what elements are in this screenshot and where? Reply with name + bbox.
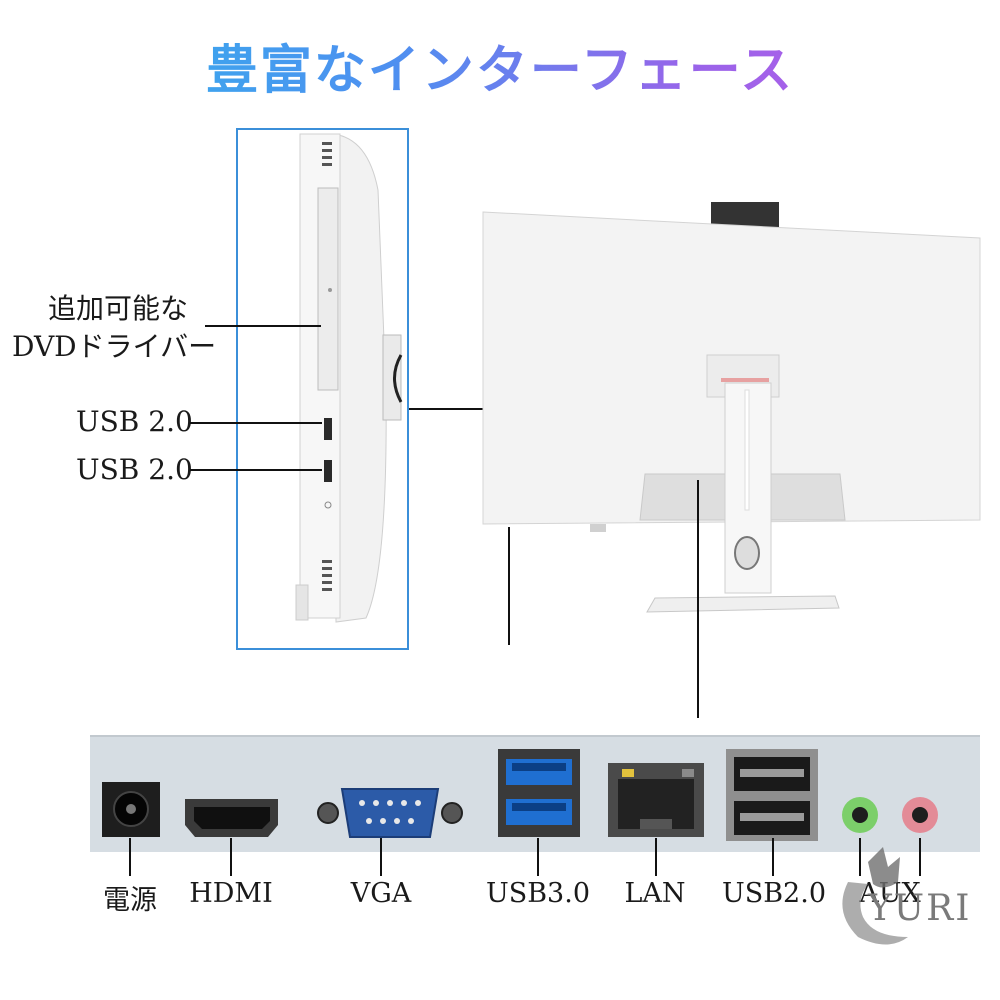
inset-connector-line [409,408,485,410]
port-panel-drawing [102,749,938,841]
port-leader-lan [655,838,657,876]
power-jack-icon [102,782,160,837]
port-leader-usb3 [537,838,539,876]
monitor-side-illustration [295,133,403,623]
side-usb-leader-a [190,422,322,424]
dvd-leader-line [205,325,321,327]
port-leader-hdmi [230,838,232,876]
monitor-leader-center [697,480,699,718]
monitor-rear-illustration [482,202,981,613]
monitor-leader-left [508,527,510,645]
hdmi-port-icon [185,799,278,837]
side-usb-leader-b [190,469,322,471]
port-leader-aux-green [859,838,861,876]
audio-jack-icon [842,797,938,833]
watermark-text: YURI [868,888,972,929]
port-panel [90,735,980,852]
wolf-logo-icon [842,847,908,945]
usb2-port-icon [726,749,818,841]
side-usb-label-a: USB 2.0 [76,405,193,438]
dvd-label-line1: 追加可能な [48,292,189,325]
usb3-port-icon [498,749,580,837]
dvd-label-line2: DVDドライバー [12,330,217,363]
side-view-inset [236,128,409,650]
port-leader-vga [380,838,382,876]
port-leader-usb2 [772,838,774,876]
port-label-vga: VGA [350,878,412,909]
lan-port-icon [608,763,704,837]
side-usb-label-b: USB 2.0 [76,453,193,486]
port-label-lan: LAN [624,878,686,909]
usb-port-a-icon [324,418,332,440]
port-leader-power [129,838,131,876]
port-label-hdmi: HDMI [189,878,273,909]
port-leader-aux-pink [919,838,921,876]
webcam-icon [711,202,779,228]
usb-port-b-icon [324,460,332,482]
port-label-usb2: USB2.0 [721,878,827,909]
port-label-power: 電源 [103,885,157,916]
watermark-logo: YURI [828,842,993,952]
page-title: 豊富なインターフェース [0,28,1000,103]
vga-port-icon [317,788,463,838]
port-label-usb3: USB3.0 [485,878,591,909]
